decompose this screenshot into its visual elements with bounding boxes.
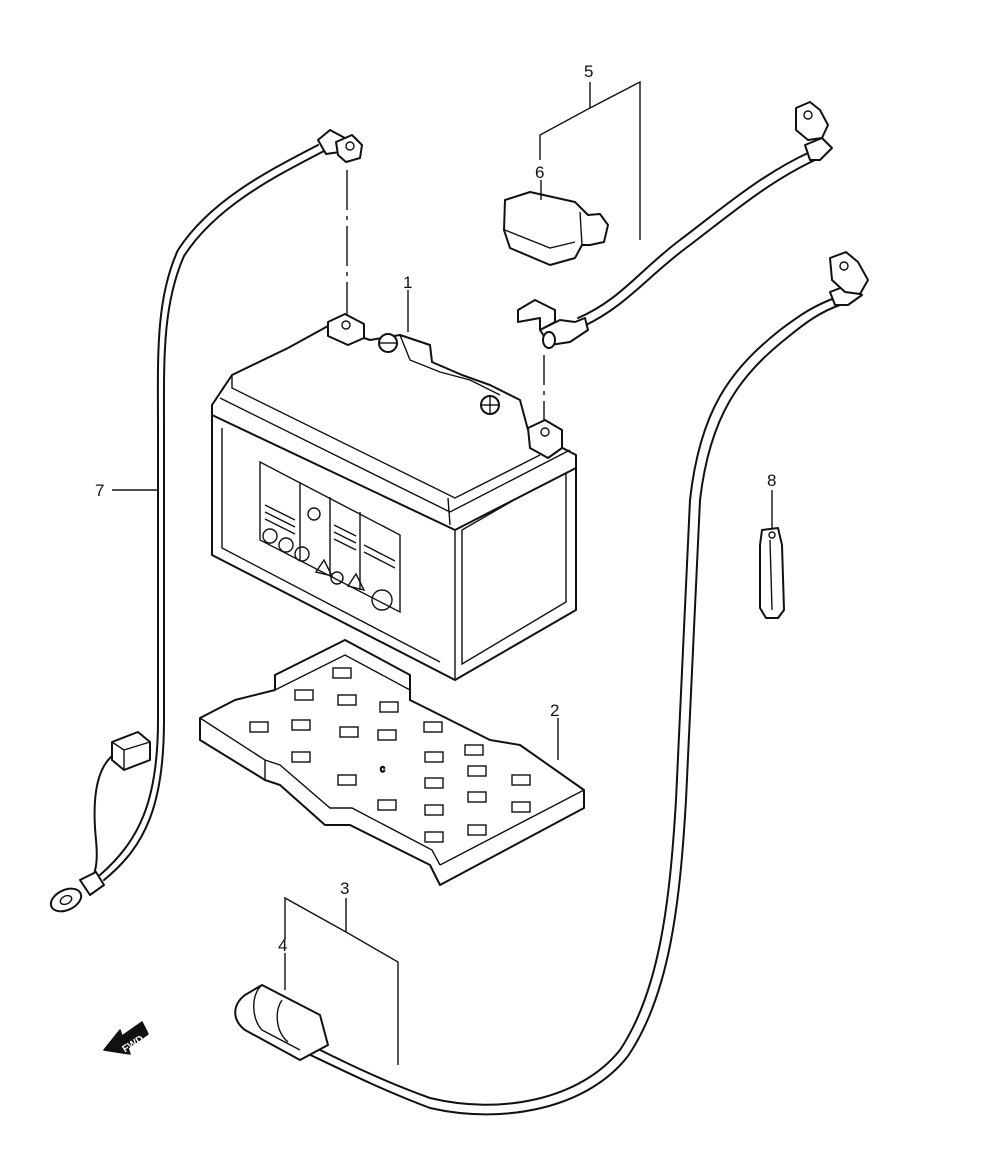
part-3-main-cable [299, 251, 869, 1116]
callout-3: 3 [340, 879, 349, 898]
arrow-left-icon [103, 1021, 149, 1055]
tray-slots [249, 667, 531, 843]
callout-5: 5 [584, 62, 593, 81]
part-7-cable [49, 129, 363, 913]
part-5-positive-cable [517, 101, 833, 349]
part-4-terminal-boot [234, 984, 329, 1061]
callout-2: 2 [550, 701, 559, 720]
svg-text:c: c [380, 764, 385, 775]
callout-4: 4 [278, 936, 287, 955]
part-8-cable-clamp [759, 527, 785, 619]
callout-1: 1 [403, 273, 412, 292]
callout-8: 8 [767, 471, 776, 490]
fwd-arrow: FWD [103, 1021, 149, 1055]
part-1-battery [211, 313, 577, 681]
callout-labels: 1 2 3 4 5 6 7 8 [95, 62, 776, 955]
callout-leaders [112, 80, 773, 1065]
callout-7: 7 [95, 481, 104, 500]
callout-6: 6 [535, 163, 544, 182]
part-2-battery-tray: c [199, 639, 585, 886]
part-6-terminal-cover [503, 191, 609, 266]
